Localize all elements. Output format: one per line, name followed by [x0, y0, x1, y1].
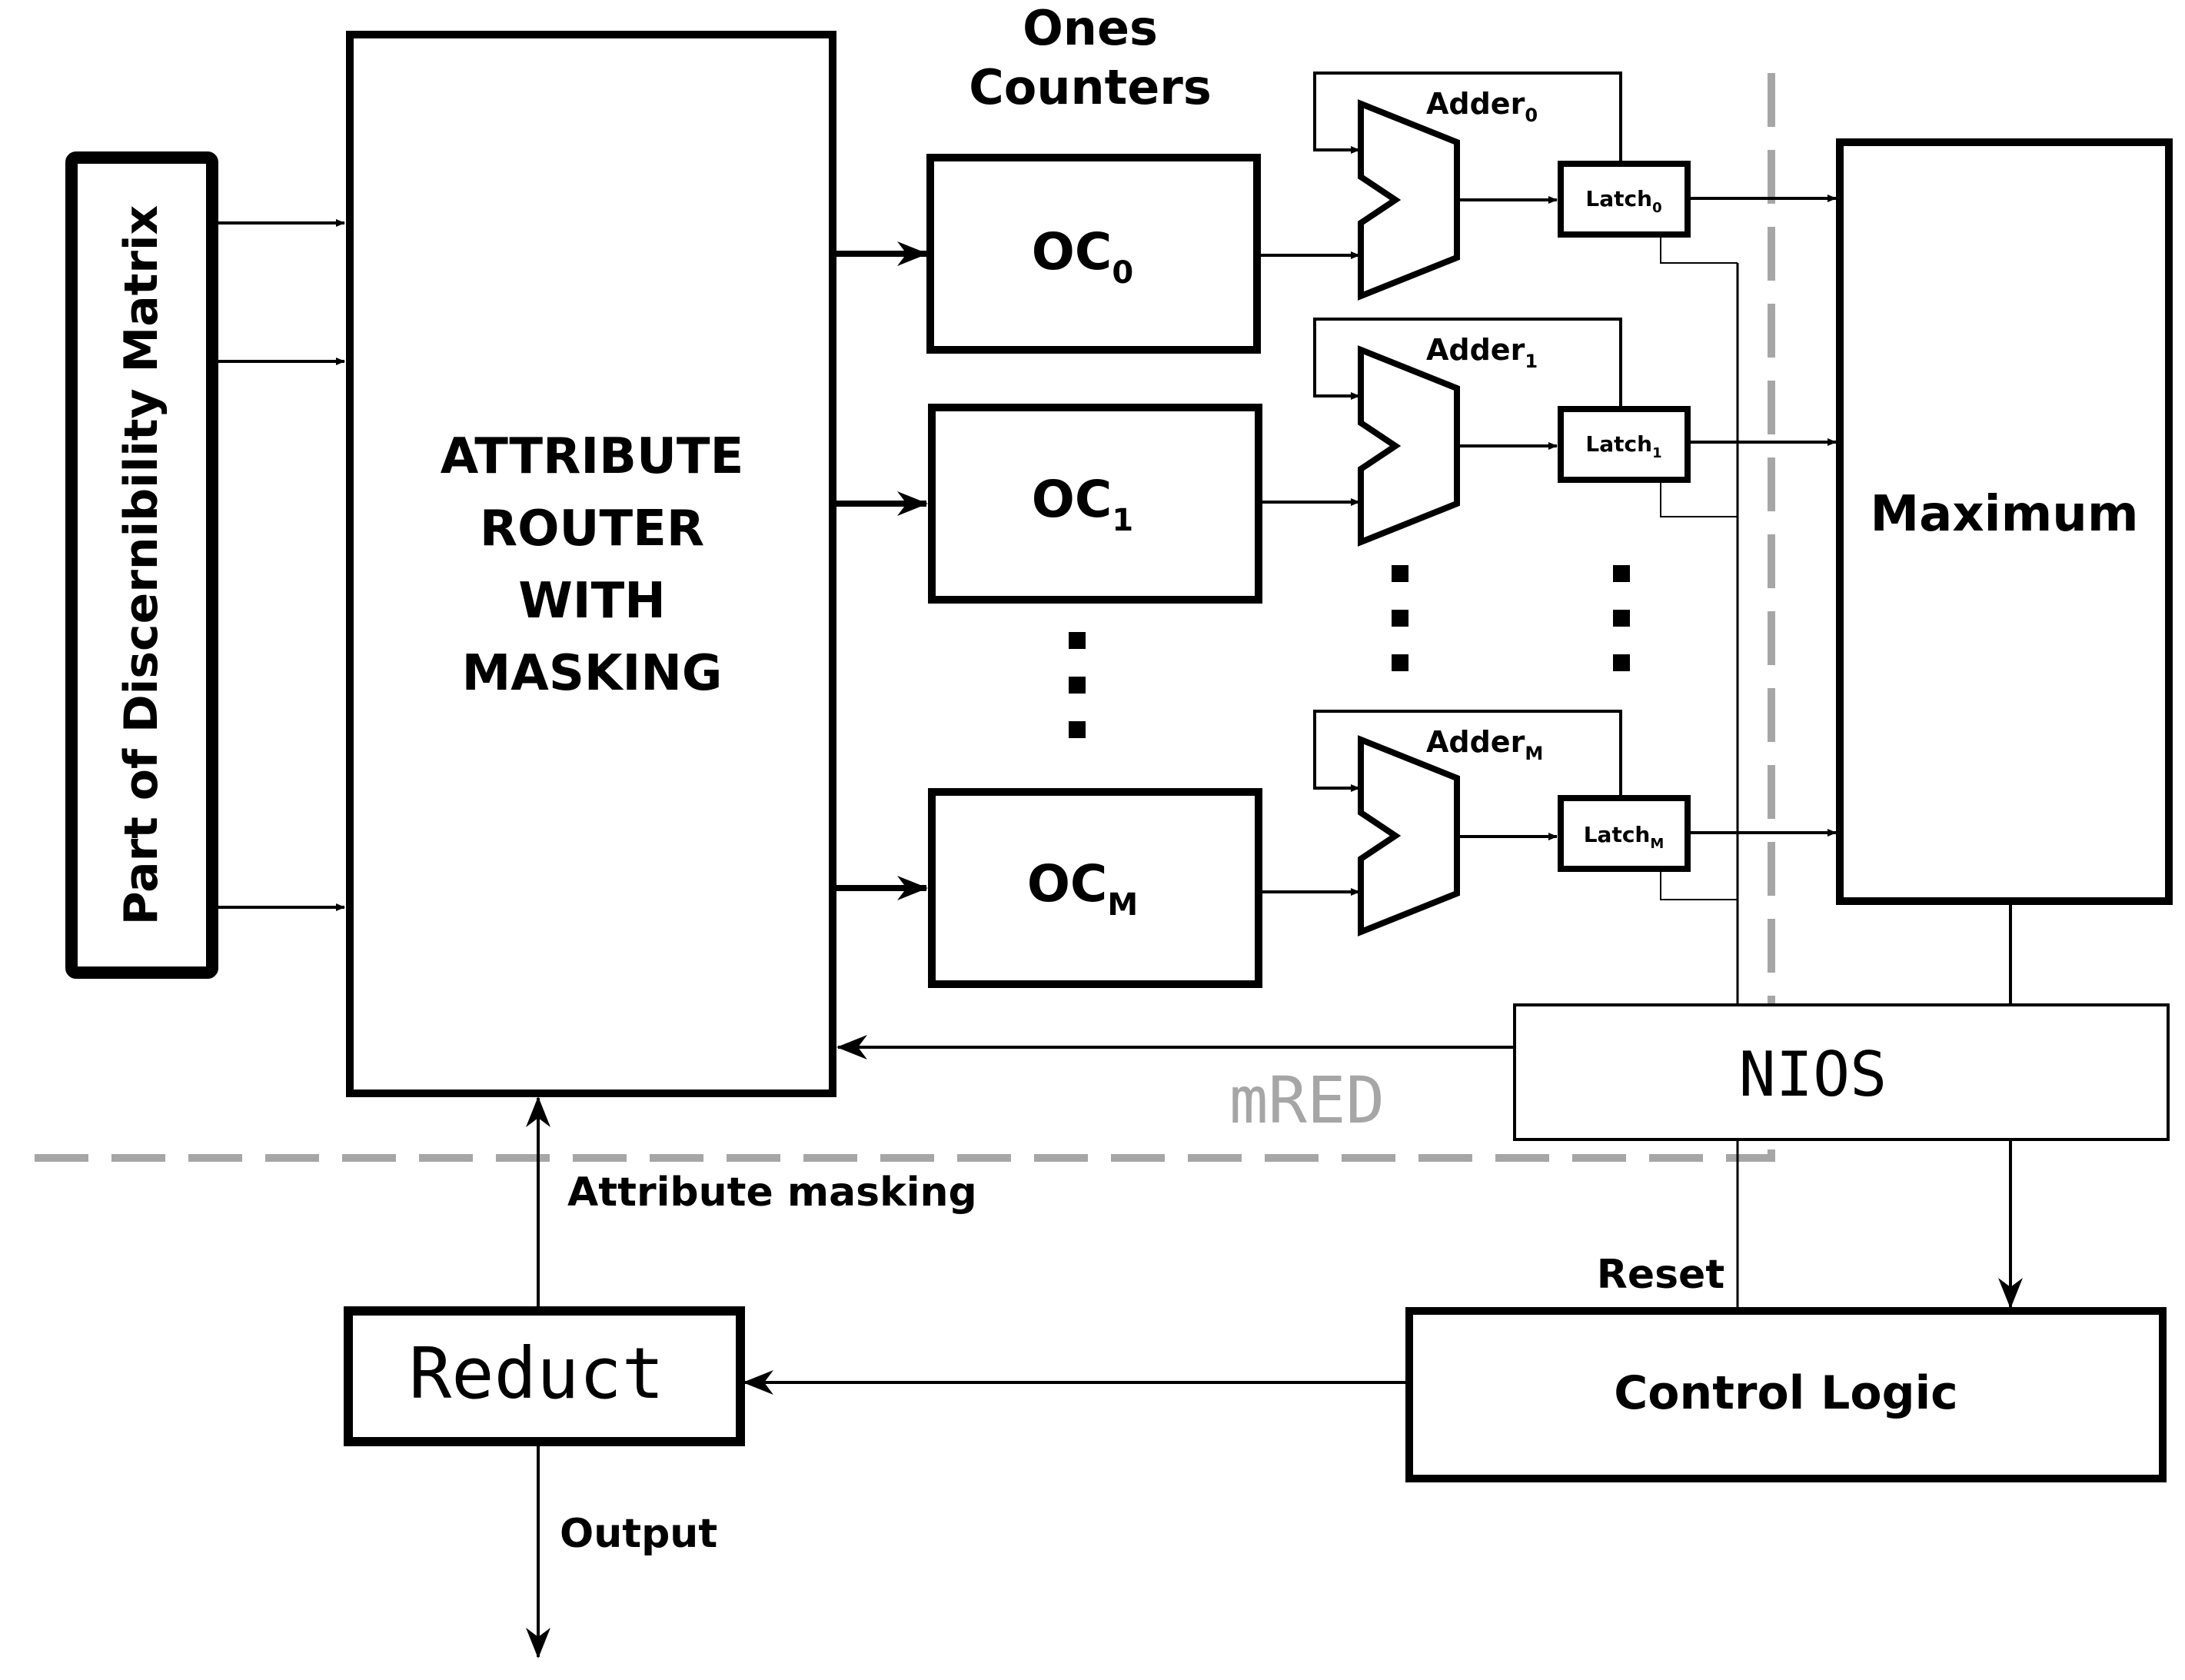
adder-shape-m — [1358, 735, 1460, 936]
adder-latch-chain-1: Adder1 Latch1 — [1259, 318, 1837, 547]
adder-label-0: Adder0 — [1426, 87, 1538, 126]
router-to-oc-links — [833, 241, 928, 900]
oc-block-1: OC1 — [928, 404, 1262, 604]
nios-block: NIOS — [1513, 1003, 2170, 1141]
oc-block-m: OCM — [928, 788, 1262, 988]
output-label: Output — [560, 1511, 717, 1557]
discernibility-matrix-label: Part of Discernibility Matrix — [115, 205, 168, 926]
mred-label: mRED — [1229, 1063, 1385, 1138]
latch-ellipsis — [1613, 565, 1630, 671]
control-logic-block: Control Logic — [1405, 1307, 2167, 1482]
latch-label-1: Latch1 — [1585, 431, 1661, 461]
adder-latch-chain-0: Adder0 Latch0 — [1259, 72, 1837, 301]
oc-label-1: OC1 — [1032, 470, 1133, 538]
reduct-label: Reduct — [409, 1332, 664, 1415]
maximum-label: Maximum — [1870, 486, 2138, 543]
adder-ellipsis — [1392, 565, 1408, 671]
latch-label-0: Latch0 — [1585, 186, 1661, 216]
mred-region-boundary — [35, 62, 1775, 1162]
oc-block-0: OC0 — [926, 154, 1261, 354]
attribute-router-block: ATTRIBUTE ROUTER WITH MASKING — [346, 31, 836, 1097]
adder-label-m: AdderM — [1426, 725, 1543, 764]
router-label-line-1: ATTRIBUTE — [441, 428, 744, 485]
oc-ellipsis — [1069, 632, 1086, 738]
discernibility-matrix-block: Part of Discernibility Matrix — [65, 151, 218, 979]
matrix-to-router-links — [218, 219, 345, 911]
nios-label: NIOS — [1739, 1039, 1887, 1110]
control-logic-label: Control Logic — [1614, 1366, 1957, 1420]
ones-counters-title-line-1: Ones — [1023, 0, 1158, 56]
ones-counters-title-line-2: Counters — [969, 59, 1212, 115]
adder-label-1: Adder1 — [1426, 333, 1538, 372]
router-label-line-3: WITH — [518, 573, 666, 630]
oc-label-m: OCM — [1027, 854, 1138, 923]
reset-label: Reset — [1597, 1252, 1724, 1298]
latch-label-m: LatchM — [1584, 822, 1665, 852]
router-label-line-2: ROUTER — [480, 501, 704, 557]
attribute-masking-label: Attribute masking — [567, 1169, 977, 1216]
maximum-block: Maximum — [1836, 138, 2173, 905]
adder-shape-1 — [1358, 345, 1460, 547]
adder-shape-0 — [1358, 99, 1460, 301]
adder-latch-chain-m: AdderM LatchM — [1259, 710, 1837, 936]
reduct-block: Reduct — [344, 1306, 745, 1446]
oc-label-0: OC0 — [1032, 222, 1133, 291]
router-label-line-4: MASKING — [462, 645, 723, 702]
